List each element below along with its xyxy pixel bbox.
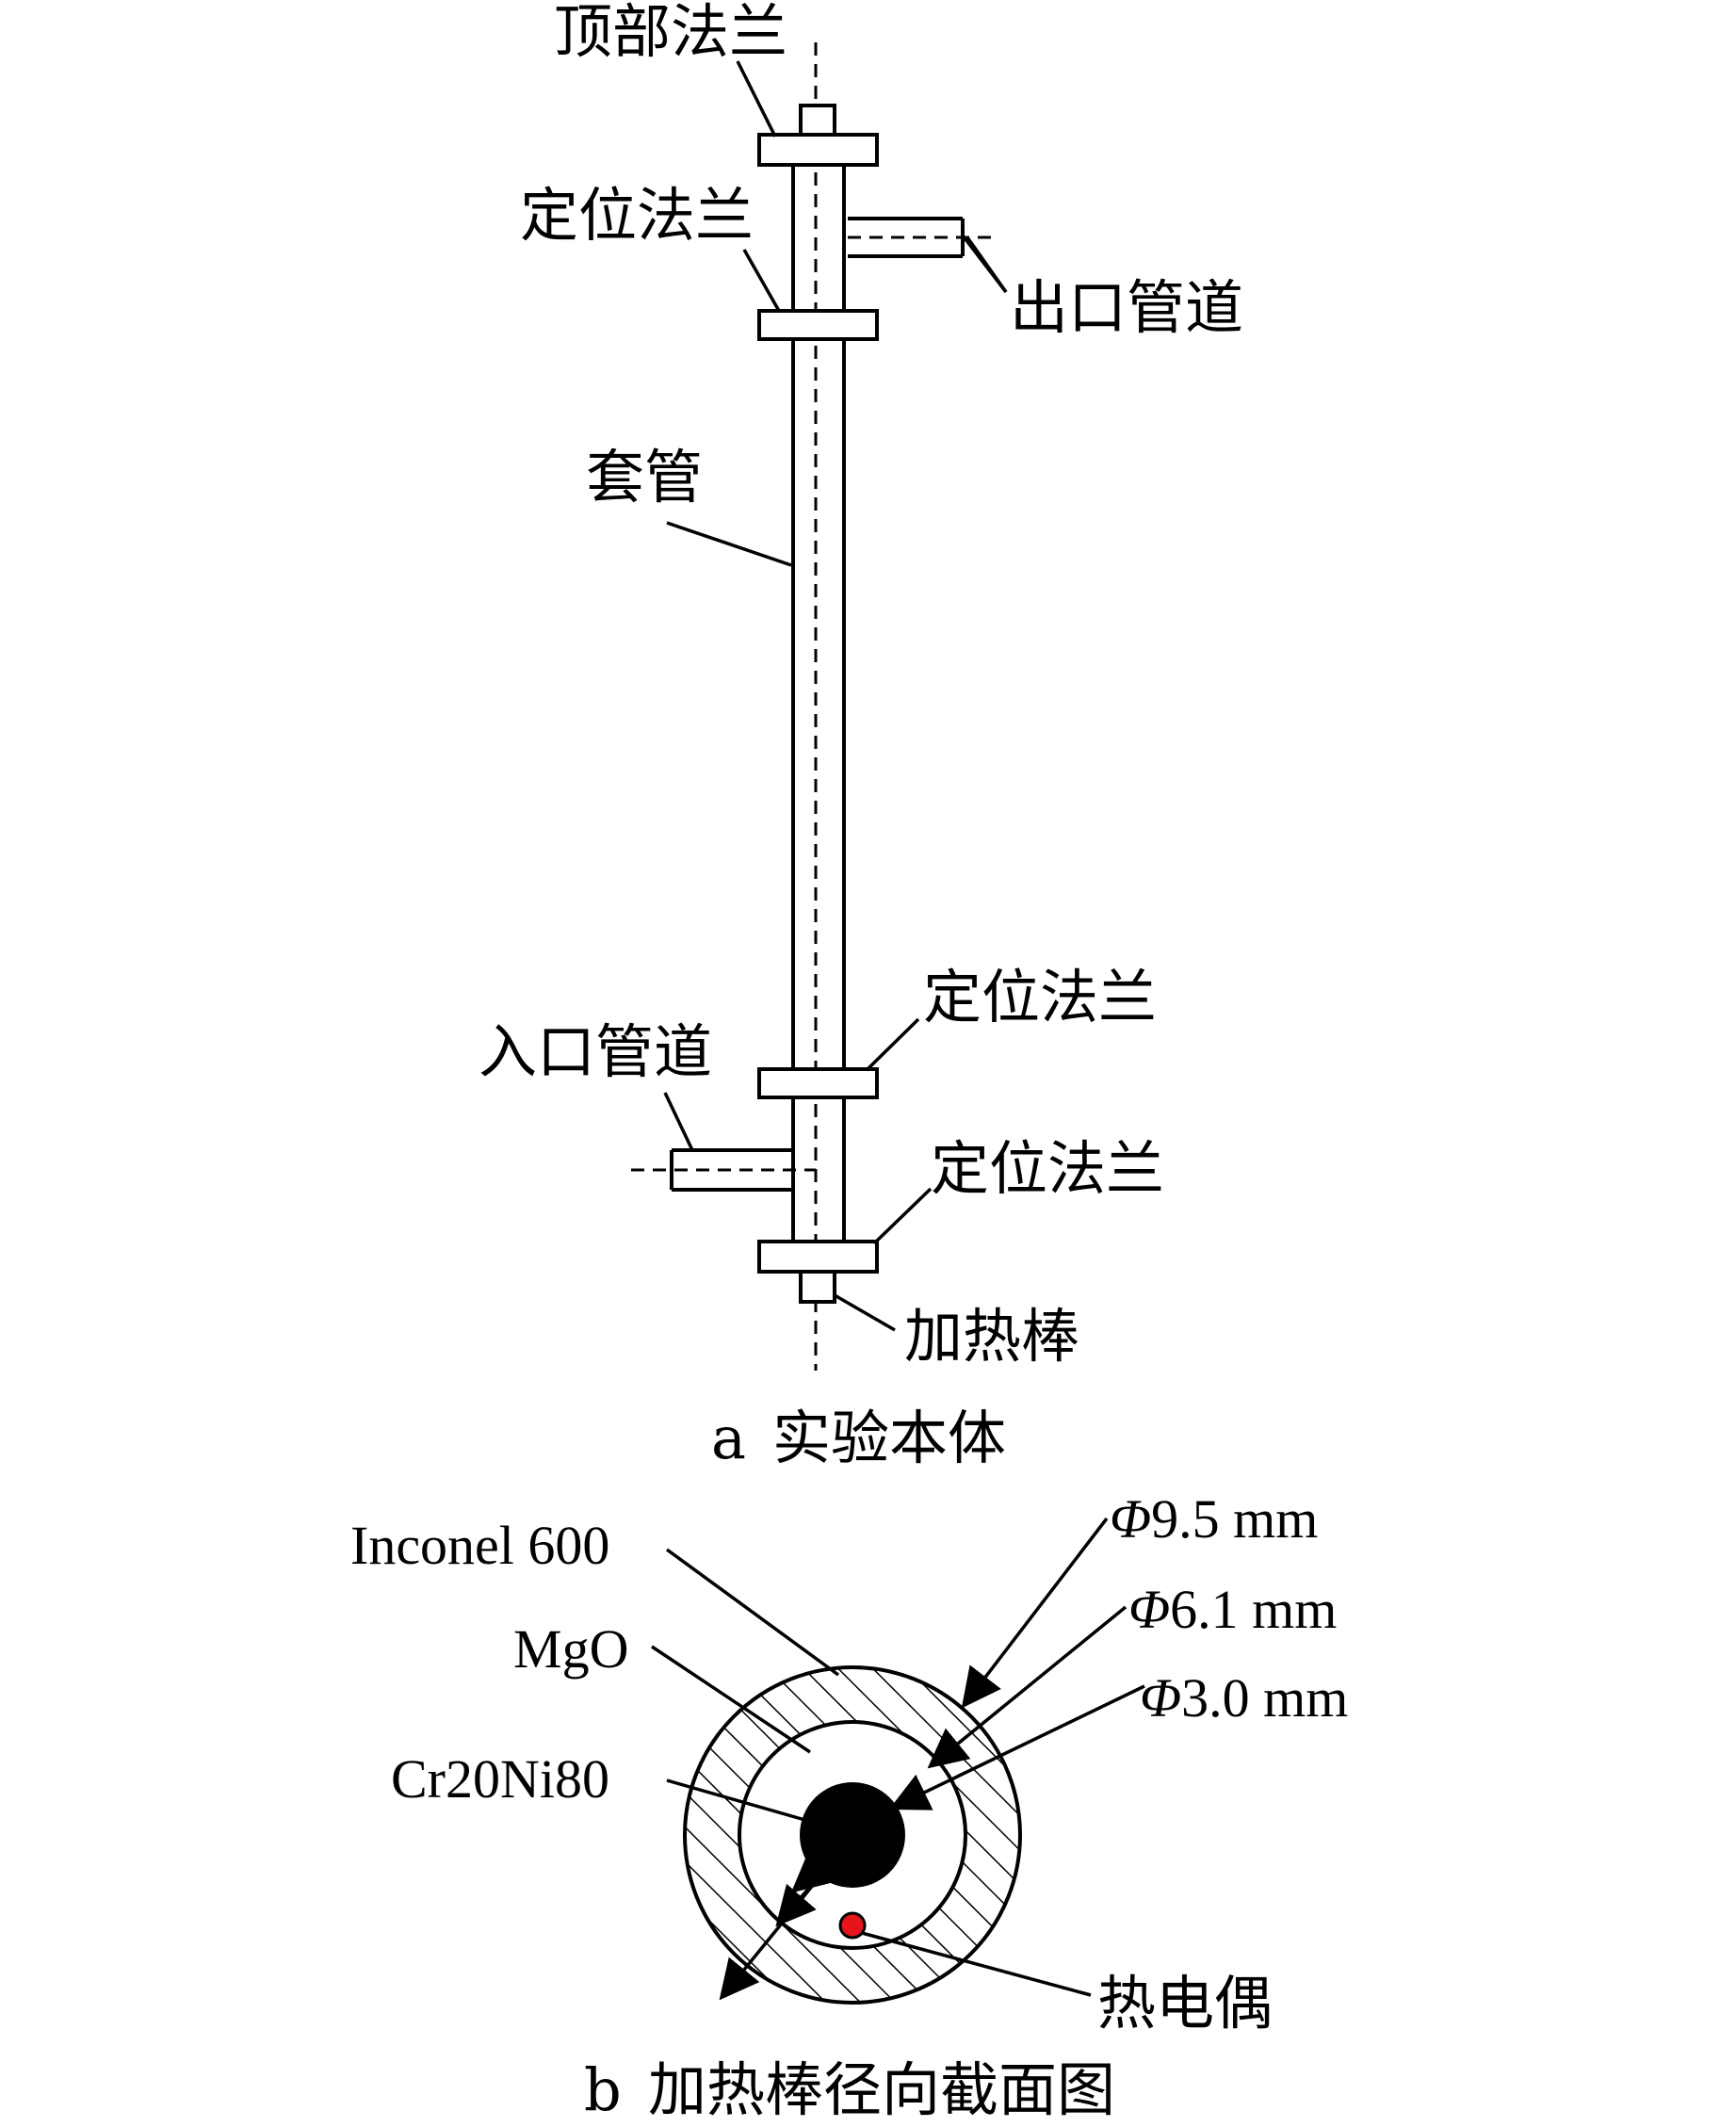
dimension-outer: Φ9.5 mm: [1110, 1488, 1318, 1550]
label-inconel: Inconel 600: [350, 1515, 609, 1576]
caption-b-text: 加热棒径向截面图: [648, 2055, 1115, 2124]
dimension-middle: Φ6.1 mm: [1128, 1579, 1337, 1640]
label-mgo: MgO: [513, 1618, 628, 1680]
label-positioning-flange-upper: 定位法兰: [520, 181, 754, 250]
label-cr20ni80: Cr20Ni80: [391, 1748, 609, 1810]
caption-a-letter: a: [711, 1404, 746, 1472]
caption-a-text: 实验本体: [772, 1404, 1006, 1472]
label-outlet-pipe: 出口管道: [1010, 273, 1243, 342]
top-flange: [757, 133, 879, 167]
heating-rod-end: [799, 1270, 836, 1304]
label-positioning-flange-lower: 定位法兰: [931, 1134, 1164, 1203]
inlet-pipe: [631, 1148, 816, 1192]
caption-b-letter: b: [584, 2055, 622, 2124]
positioning-flange-upper: [757, 309, 879, 341]
rod-top-end: [799, 104, 836, 137]
heating-rod-cross-section: Inconel 600 MgO Cr20Ni80 热电偶 Φ9.5 mm Φ6.…: [350, 1488, 1348, 2124]
label-thermocouple: 热电偶: [1097, 1969, 1273, 2038]
label-positioning-flange-mid: 定位法兰: [923, 963, 1157, 1031]
label-casing: 套管: [586, 443, 703, 511]
test-section-drawing: 顶部法兰 定位法兰 出口管道 套管 定位法兰 入口管道 定位法兰 加热棒 a 实…: [479, 0, 1243, 1472]
positioning-flange-mid: [757, 1067, 879, 1099]
thermocouple-dot: [838, 1911, 867, 1940]
label-inlet-pipe: 入口管道: [479, 1017, 712, 1086]
positioning-flange-lower: [757, 1240, 879, 1274]
dimension-inner: Φ3.0 mm: [1140, 1667, 1348, 1729]
label-heating-rod: 加热棒: [904, 1302, 1079, 1371]
label-top-flange: 顶部法兰: [554, 0, 787, 66]
